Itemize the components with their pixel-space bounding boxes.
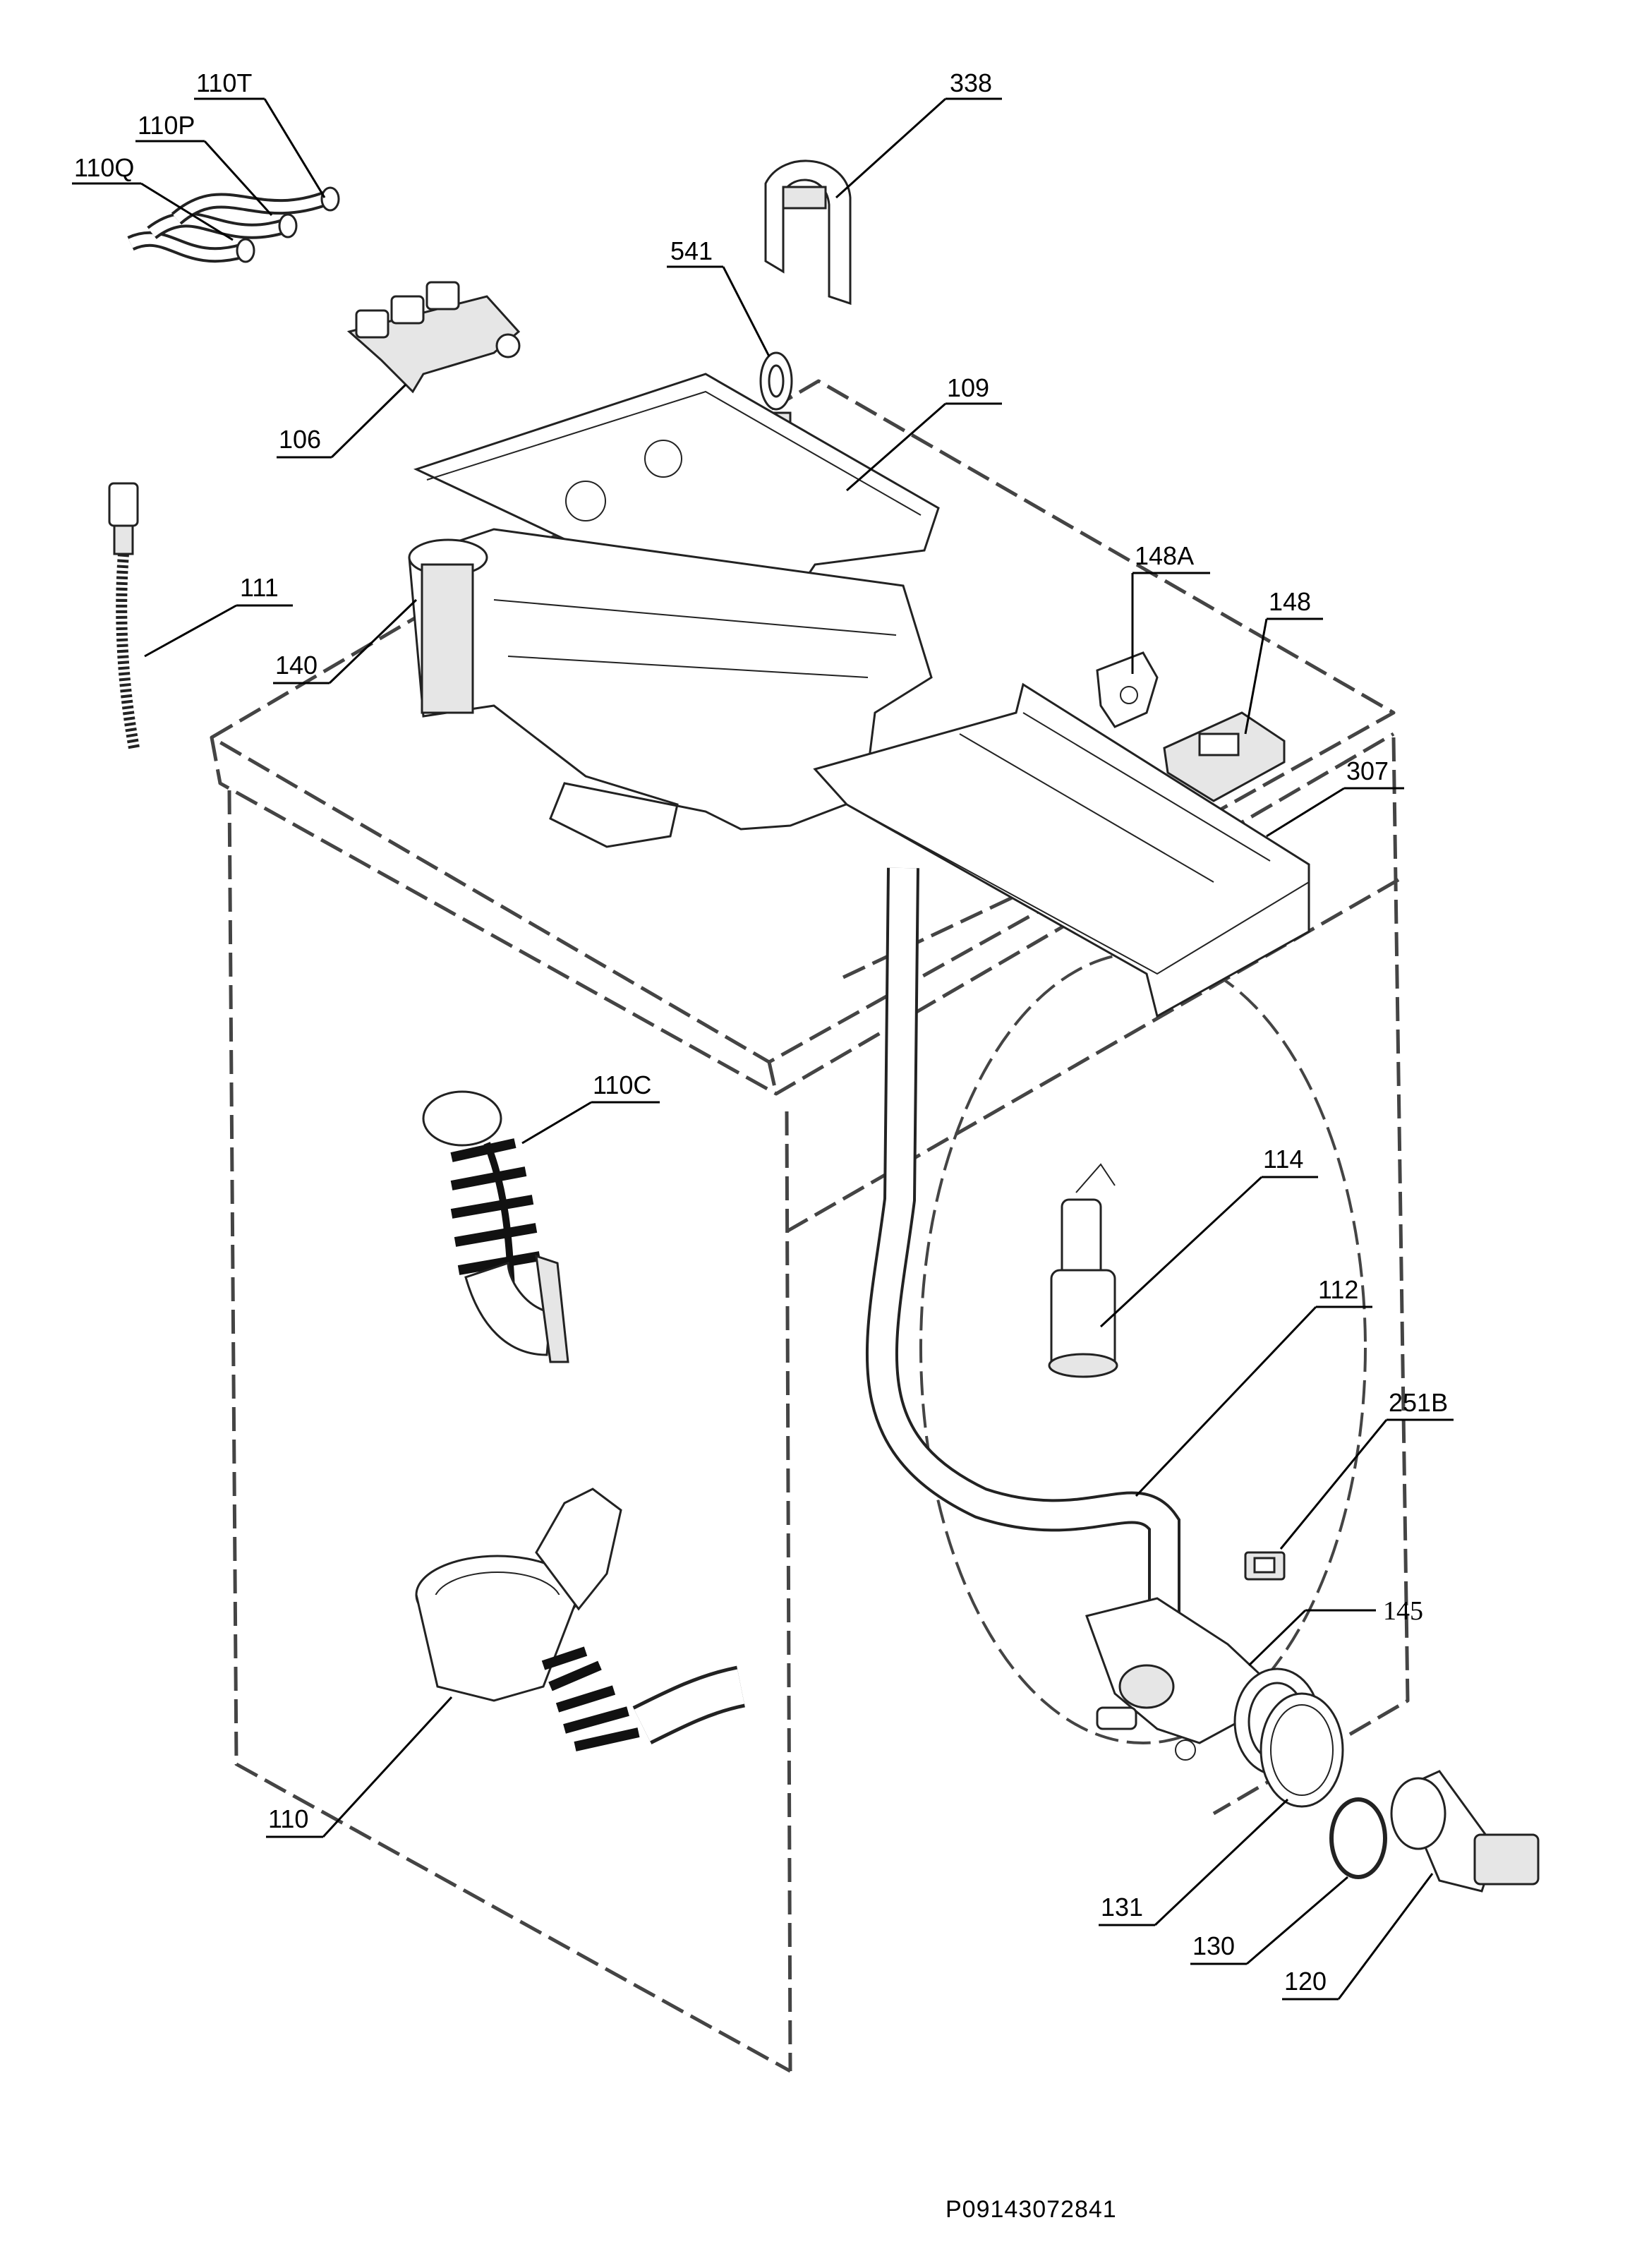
seal-131 bbox=[1260, 1692, 1344, 1808]
callout-112: 112 bbox=[1318, 1275, 1358, 1304]
bellows-110c bbox=[422, 1090, 569, 1363]
sump-hose-110 bbox=[415, 1488, 746, 1751]
inlet-hose-111 bbox=[108, 482, 140, 749]
filter-120 bbox=[1390, 1770, 1540, 1893]
callout-148a: 148A bbox=[1135, 541, 1194, 570]
callout-131: 131 bbox=[1101, 1893, 1143, 1922]
callout-338: 338 bbox=[950, 68, 992, 97]
latch-148a bbox=[1096, 651, 1159, 728]
callout-140: 140 bbox=[275, 651, 318, 680]
o-ring-130 bbox=[1329, 1797, 1387, 1879]
callouts: 110T 110P 110Q 338 541 106 109 111 140 bbox=[72, 68, 1454, 2001]
detergent-drawer-307 bbox=[813, 682, 1310, 1018]
u-clip-338 bbox=[764, 159, 852, 306]
callout-148: 148 bbox=[1269, 587, 1311, 616]
callout-541: 541 bbox=[670, 236, 713, 265]
callout-114: 114 bbox=[1263, 1145, 1303, 1174]
callout-110q: 110Q bbox=[74, 153, 134, 182]
callout-109: 109 bbox=[947, 373, 989, 402]
dispenser-housing-140 bbox=[408, 528, 933, 848]
callout-111: 111 bbox=[240, 573, 279, 602]
callout-120: 120 bbox=[1284, 1967, 1327, 1996]
hoses-110-group bbox=[127, 186, 340, 263]
callout-106: 106 bbox=[279, 425, 321, 454]
bushing-251b bbox=[1244, 1551, 1286, 1581]
document-code: P09143072841 bbox=[946, 2196, 1117, 2223]
latch-block-148 bbox=[1163, 711, 1286, 802]
callout-110t: 110T bbox=[196, 68, 252, 97]
callout-110c: 110C bbox=[593, 1070, 651, 1099]
callout-307: 307 bbox=[1346, 756, 1389, 785]
callout-251b: 251B bbox=[1389, 1388, 1448, 1417]
callout-130: 130 bbox=[1192, 1931, 1235, 1960]
callout-110p: 110P bbox=[138, 111, 195, 140]
pressure-chamber-114 bbox=[1048, 1163, 1118, 1378]
callout-110: 110 bbox=[268, 1804, 308, 1833]
valve-106 bbox=[346, 281, 521, 394]
callout-145: 145 bbox=[1383, 1596, 1423, 1626]
drain-hose-112 bbox=[865, 867, 1180, 1623]
